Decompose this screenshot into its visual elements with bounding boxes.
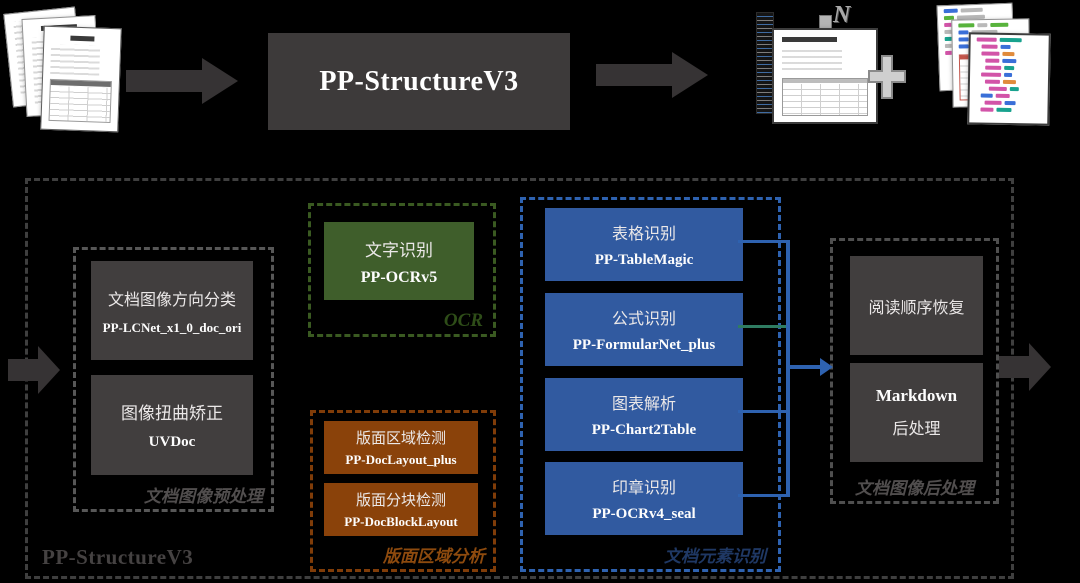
box-seal-recognition: 印章识别 PP-OCRv4_seal (545, 462, 743, 535)
arrow-pipeline-entry (8, 346, 60, 394)
box-table-recognition: 表格识别 PP-TableMagic (545, 208, 743, 281)
box-table-recognition-title: 表格识别 (611, 226, 676, 243)
box-layout-region-detection: 版面区域检测 PP-DocLayout_plus (324, 421, 478, 474)
input-table (48, 78, 112, 124)
box-markdown-postprocess: Markdown 后处理 (850, 363, 983, 462)
box-doc-orientation-title: 文档图像方向分类 (107, 291, 236, 309)
box-reading-order: 阅读顺序恢复 (850, 256, 983, 355)
box-seal-recognition-title: 印章识别 (611, 480, 676, 497)
box-image-unwarp: 图像扭曲矫正 UVDoc (91, 375, 253, 475)
group-ocr-label: OCR (443, 310, 483, 331)
arrow-model-to-output (596, 52, 708, 98)
arrow-input-to-model (126, 58, 238, 104)
group-image-postprocess: 阅读顺序恢复 Markdown 后处理 文档图像后处理 (830, 238, 999, 504)
box-layout-block-detection-model: PP-DocBlockLayout (344, 514, 458, 529)
markdown-rendered-page (772, 28, 878, 124)
arrow-pipeline-exit (999, 343, 1051, 391)
plus-icon (866, 53, 908, 101)
arrow-elements-to-postprocess (788, 365, 821, 369)
box-layout-block-detection: 版面分块检测 PP-DocBlockLayout (324, 483, 478, 536)
box-formula-recognition-title: 公式识别 (611, 311, 676, 328)
box-formula-recognition: 公式识别 PP-FormularNet_plus (545, 293, 743, 366)
connector-table-recognition (738, 240, 788, 243)
main-model-box: PP-StructureV3 (268, 33, 570, 130)
group-ocr: 文字识别 PP-OCRv5 OCR (308, 203, 496, 337)
box-table-recognition-model: PP-TableMagic (594, 252, 694, 268)
input-page-front (40, 25, 122, 133)
group-layout-analysis-label: 版面区域分析 (383, 547, 485, 566)
box-seal-recognition-model: PP-OCRv4_seal (592, 506, 696, 522)
box-layout-block-detection-title: 版面分块检测 (355, 493, 446, 509)
box-layout-region-detection-model: PP-DocLayout_plus (345, 452, 457, 467)
box-chart-parsing-model: PP-Chart2Table (591, 422, 697, 438)
box-chart-parsing: 图表解析 PP-Chart2Table (545, 378, 743, 451)
box-doc-orientation: 文档图像方向分类 PP-LCNet_x1_0_doc_ori (91, 261, 253, 360)
markdown-n-icon: N (833, 2, 851, 28)
json-page-front (967, 32, 1051, 126)
box-layout-region-detection-title: 版面区域检测 (355, 431, 446, 447)
box-image-unwarp-model: UVDoc (148, 434, 196, 450)
pipeline-container: PP-StructureV3 文档图像方向分类 PP-LCNet_x1_0_do… (25, 178, 1014, 579)
connector-chart-parsing (738, 410, 788, 413)
markdown-editor-strip (756, 12, 774, 114)
connector-formula-recognition (738, 325, 788, 328)
group-layout-analysis: 版面区域检测 PP-DocLayout_plus 版面分块检测 PP-DocBl… (310, 410, 496, 572)
box-text-recognition-title: 文字识别 (365, 240, 433, 260)
box-formula-recognition-model: PP-FormularNet_plus (572, 337, 716, 353)
box-text-recognition: 文字识别 PP-OCRv5 (324, 222, 474, 300)
group-image-postprocess-label: 文档图像后处理 (855, 479, 974, 498)
pipeline-container-label: PP-StructureV3 (42, 545, 194, 569)
markdown-table (782, 78, 868, 116)
box-reading-order-title: 阅读顺序恢复 (868, 299, 965, 317)
arrow-elements-to-postprocess-head (820, 358, 833, 376)
box-chart-parsing-title: 图表解析 (611, 396, 676, 413)
box-markdown-postprocess-subtitle: 后处理 (892, 421, 941, 438)
group-element-recognition-label: 文档元素识别 (664, 547, 766, 566)
box-image-unwarp-title: 图像扭曲矫正 (121, 404, 223, 423)
group-element-recognition: 表格识别 PP-TableMagic 公式识别 PP-FormularNet_p… (520, 197, 781, 572)
main-model-label: PP-StructureV3 (319, 65, 519, 97)
connector-seal-recognition (738, 494, 788, 497)
box-markdown-postprocess-title: Markdown (875, 386, 958, 405)
box-text-recognition-model: PP-OCRv5 (360, 268, 438, 286)
group-image-preprocess-label: 文档图像预处理 (144, 487, 263, 506)
group-image-preprocess: 文档图像方向分类 PP-LCNet_x1_0_doc_ori 图像扭曲矫正 UV… (73, 247, 274, 512)
box-doc-orientation-model: PP-LCNet_x1_0_doc_ori (102, 319, 242, 335)
